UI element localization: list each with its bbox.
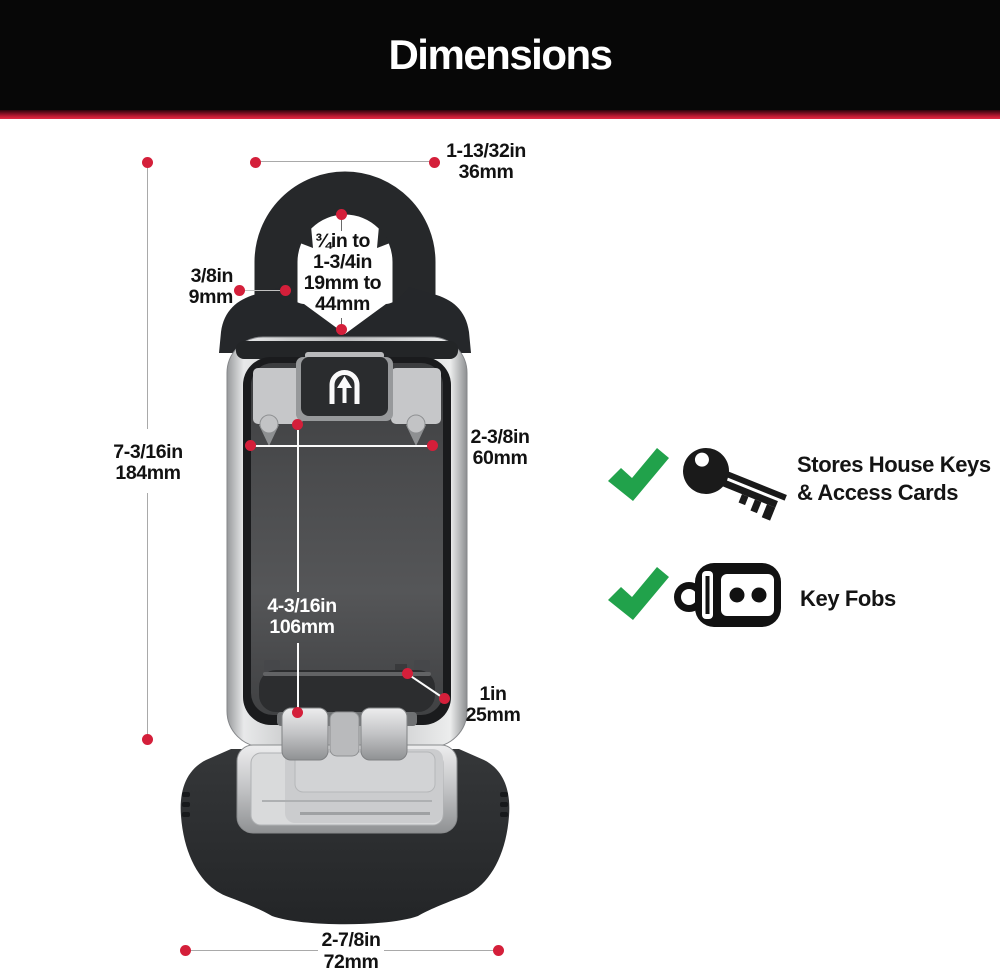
dimension-line [255, 445, 430, 447]
dimension-dot [142, 734, 153, 745]
checkmark-icon [608, 448, 669, 501]
base-width-label-mm: 72mm [323, 951, 379, 973]
dimension-dot [493, 945, 504, 956]
brand-logo-icon [329, 370, 360, 404]
dimension-line [244, 290, 284, 291]
dimension-line [341, 318, 342, 327]
dimension-dot [439, 693, 450, 704]
dimension-dot [292, 707, 303, 718]
feature-text-keys: Stores House Keys & Access Cards [797, 452, 991, 505]
key-fob-icon [674, 563, 781, 627]
dimension-line [147, 167, 148, 429]
dimension-line [297, 430, 299, 592]
checkmark-icon [608, 567, 669, 620]
lock-interior [251, 363, 443, 715]
dimension-line [341, 219, 342, 231]
dimension-dot [180, 945, 191, 956]
dimension-dot [402, 668, 413, 679]
dimension-dot [427, 440, 438, 451]
shackle [254, 171, 436, 308]
dimension-dot [336, 209, 347, 220]
lock-body [226, 336, 468, 748]
overall-height-label: 7-3/16in 184mm [113, 441, 183, 484]
dimension-dot [292, 419, 303, 430]
dimension-line [297, 643, 299, 709]
feature-text-fobs: Key Fobs [800, 586, 896, 611]
dimension-dot [234, 285, 245, 296]
interior-sill [259, 660, 435, 712]
red-accent-stripe [0, 110, 1000, 119]
door-panel [236, 744, 458, 834]
dimension-dot [280, 285, 291, 296]
dimension-dot [250, 157, 261, 168]
interior-width-label: 2-3/8in 60mm [470, 426, 530, 469]
header-banner: Dimensions [0, 0, 1000, 110]
dimension-line [190, 950, 318, 951]
dimension-dot [429, 157, 440, 168]
shackle-width-label: 1-13/32in 36mm [446, 140, 526, 183]
shackle-opening-label: ¾in to 1-3/4in 19mm to 44mm [303, 230, 382, 315]
dimension-dot [142, 157, 153, 168]
shackle-thickness-label: 3/8in 9mm [188, 265, 234, 308]
base-width-label: 2-7/8in [321, 929, 381, 951]
key-icon [683, 448, 787, 521]
interior-height-label: 4-3/16in 106mm [267, 595, 337, 638]
dimension-dot [336, 324, 347, 335]
dimension-dot [245, 440, 256, 451]
dimension-line [259, 161, 431, 162]
hinge [277, 707, 417, 761]
page-title: Dimensions [388, 31, 613, 78]
dimension-line [147, 493, 148, 736]
dimension-line [384, 950, 494, 951]
interior-pegs [259, 414, 426, 446]
door-depth-label: 1in 25mm [465, 683, 521, 726]
